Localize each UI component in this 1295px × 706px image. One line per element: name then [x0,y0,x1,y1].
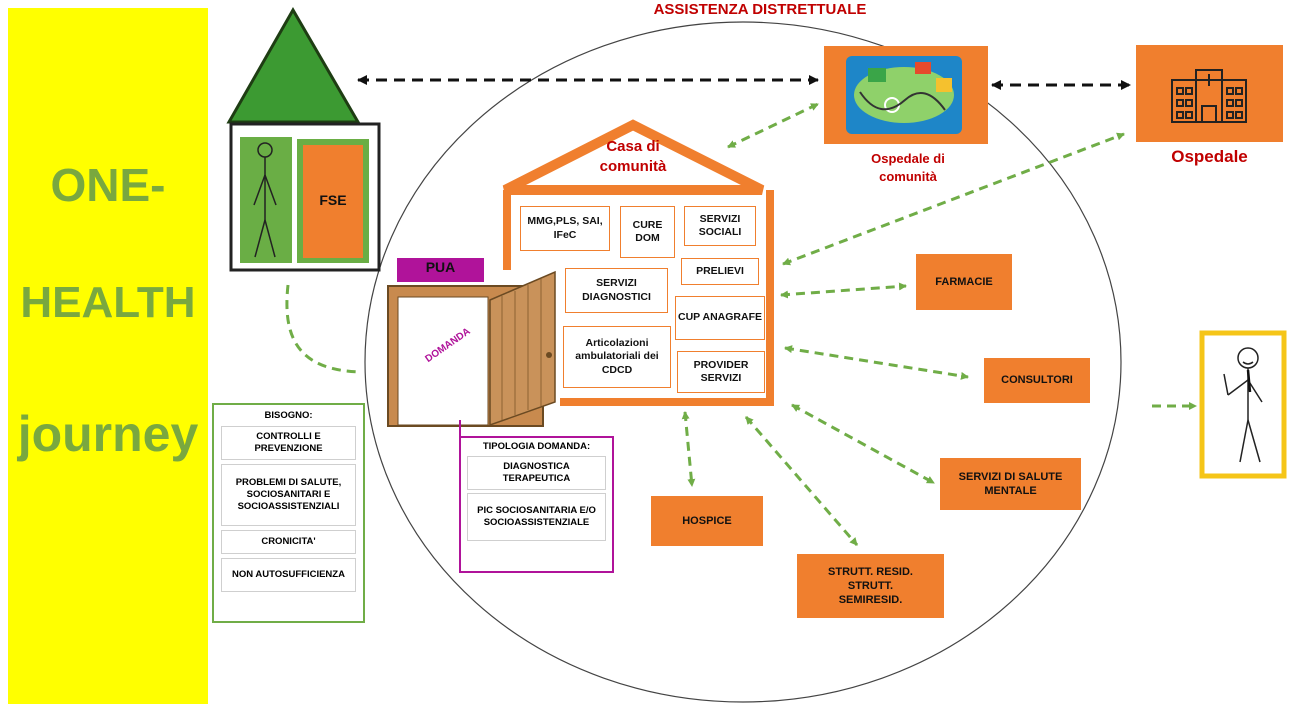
service-mmg: MMG,PLS, SAI, IFeC [520,206,610,251]
odc-label: Ospedale di comunità [871,151,945,185]
person-figure [1223,347,1263,463]
casa-to-strutture-arrow [744,416,859,546]
service-cure-dom: CURE DOM [620,206,675,258]
service-prelievi: PRELIEVI [681,258,759,285]
one-health-panel [8,8,208,704]
one-health-line-2: HEALTH [20,278,196,327]
hospice-box: HOSPICE [651,496,763,546]
stick-figure [253,142,277,258]
home-to-pua-arrow [285,284,361,374]
fse-box [303,145,363,258]
casa-to-farmacie-arrow [780,282,907,299]
home-roof [226,6,361,124]
casa-title-line-1: Casa di [606,138,660,155]
tipologia-title: TIPOLOGIA DOMANDA: [482,441,591,452]
bisogno-item: NON AUTOSUFFICIENZA [221,557,356,592]
bisogno-item: PROBLEMI DI SALUTE, SOCIOSANITARI E SOCI… [221,463,356,526]
one-health-line-3: journey [17,406,199,462]
farmacie-box: FARMACIE [916,254,1012,310]
hospital-icon [1171,69,1247,123]
one-health-line-1: ONE- [50,159,166,211]
casa-to-salute-mentale-arrow [791,403,935,485]
strutture-box: STRUTT. RESID. STRUTT. SEMIRESID. [797,554,944,618]
bisogno-item: CRONICITA' [221,529,356,554]
casa-roof [502,119,765,195]
pua-label: PUA [425,259,456,275]
casa-to-odc-arrow [727,102,819,149]
casa-to-hospice-arrow [681,411,696,487]
service-articolazioni: Articolazioni ambulatoriali dei CDCD [563,326,671,388]
bisogno-title: BISOGNO: [264,410,313,421]
pua-box [397,258,484,282]
home-window-left [240,137,292,263]
salute-mentale-box: SERVIZI DI SALUTE MENTALE [940,458,1081,510]
casa-to-ospedale-arrow [782,132,1125,266]
service-servizi-sociali: SERVIZI SOCIALI [684,206,756,246]
tipologia-item: PIC SOCIOSANITARIA E/O SOCIOASSISTENZIAL… [467,492,606,541]
casa-to-consultori-arrow [784,345,969,380]
tipologia-item: DIAGNOSTICA TERAPEUTICA [467,455,606,490]
door-leaf [489,270,556,427]
district-ellipse [364,21,1122,703]
service-servizi-diagnostici: SERVIZI DIAGNOSTICI [565,268,668,313]
service-cup-anagrafe: CUP ANAGRAFE [675,296,765,340]
ospedale-box [1136,45,1283,142]
door-opening [397,296,489,426]
tipologia-box: TIPOLOGIA DOMANDA: DIAGNOSTICA TERAPEUTI… [462,441,611,544]
service-provider-servizi: PROVIDER SERVIZI [677,351,765,393]
consultori-box: CONSULTORI [984,358,1090,403]
fse-label: FSE [319,192,347,208]
bisogno-item: CONTROLLI E PREVENZIONE [221,425,356,460]
casa-title-line-2: comunità [599,158,667,175]
ospedale-label: Ospedale [1171,147,1248,166]
district-title: ASSISTENZA DISTRETTUALE [653,1,867,18]
bisogno-box: BISOGNO: CONTROLLI E PREVENZIONE PROBLEM… [215,406,362,596]
